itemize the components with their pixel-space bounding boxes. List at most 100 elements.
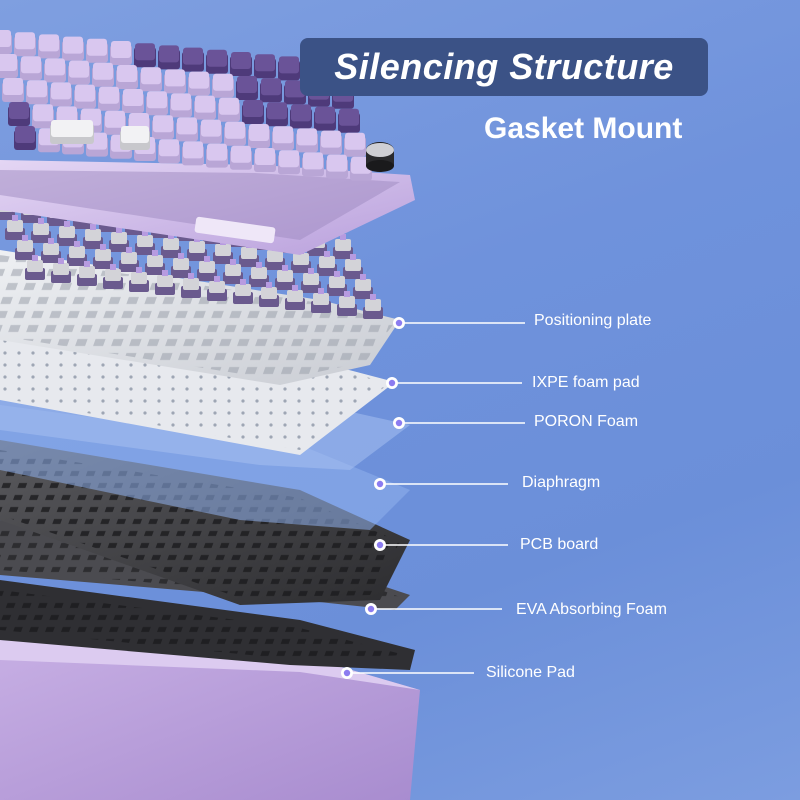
switch (311, 288, 331, 313)
switch (51, 258, 71, 283)
switch (327, 271, 347, 296)
switch (353, 274, 373, 299)
keycap (206, 49, 228, 74)
switch (207, 276, 227, 301)
switch (171, 253, 191, 278)
keycap (74, 84, 96, 109)
keycap (152, 115, 174, 140)
keycap (296, 128, 318, 153)
keycap (302, 152, 324, 177)
label-poron-foam: PORON Foam (534, 413, 639, 430)
page-subtitle: Gasket Mount (484, 112, 683, 145)
keycap (212, 73, 234, 98)
switch (5, 215, 25, 240)
keycap (314, 106, 336, 131)
switch (25, 255, 45, 280)
switch (317, 251, 337, 276)
keycap (26, 80, 48, 105)
keycap (254, 54, 276, 79)
switch (363, 294, 383, 319)
keycap (170, 93, 192, 118)
keycap (8, 102, 30, 126)
keycap (98, 86, 120, 111)
keycap (272, 126, 294, 151)
keycap (344, 132, 366, 157)
label-ixpe-foam-pad: IXPE foam pad (532, 374, 640, 391)
keycap (2, 78, 24, 102)
switch (155, 270, 175, 295)
keycap (110, 41, 132, 65)
keycap (266, 102, 288, 127)
keycap (224, 121, 246, 146)
keycap (146, 91, 168, 116)
switch (233, 279, 253, 304)
keycap (242, 100, 264, 124)
switch (275, 265, 295, 290)
label-positioning-plate: Positioning plate (534, 312, 652, 329)
keycap (260, 78, 282, 103)
switch (259, 282, 279, 307)
keycap (20, 56, 42, 81)
keycap (158, 139, 180, 164)
ixpe-foam-pad (0, 330, 395, 455)
keycaps (0, 30, 372, 181)
keycap (320, 130, 342, 155)
switch (129, 267, 149, 292)
keycap (14, 32, 36, 57)
switch (285, 285, 305, 310)
keycap (230, 52, 252, 76)
keycap (0, 30, 12, 54)
switch (333, 234, 353, 259)
keycap (236, 76, 258, 100)
switch (67, 241, 87, 266)
keycap (188, 71, 210, 96)
switch (57, 221, 77, 246)
keycap (86, 38, 108, 63)
label-silicone-pad: Silicone Pad (486, 664, 575, 681)
keycap (32, 104, 54, 129)
switch (145, 250, 165, 275)
switch (31, 218, 51, 243)
keycap (182, 47, 204, 72)
keycap (164, 69, 186, 94)
keycap (14, 126, 36, 150)
top-case (0, 160, 415, 255)
switch (103, 264, 123, 289)
keycap (254, 148, 276, 172)
title-badge: Silencing Structure (300, 38, 708, 96)
keycap (278, 150, 300, 175)
switch (213, 239, 233, 264)
knob-icon (366, 142, 394, 172)
switch (83, 224, 103, 249)
connector-lines (341, 317, 525, 679)
keycap (218, 97, 240, 122)
keycap (116, 65, 138, 89)
keycap (206, 143, 228, 168)
keycap (0, 54, 18, 78)
switch (109, 227, 129, 252)
keycap (290, 104, 312, 129)
keycap (134, 43, 156, 68)
keycap-accent (120, 126, 150, 150)
keycap (92, 62, 114, 87)
switch (161, 233, 181, 258)
keycap (278, 56, 300, 81)
switch (41, 238, 61, 263)
keycap (194, 95, 216, 120)
keycap (176, 117, 198, 142)
keycap (200, 119, 222, 144)
positioning-plate (0, 250, 400, 385)
keycap-accent (50, 120, 94, 144)
switch (135, 230, 155, 255)
silicone-pad (0, 580, 415, 670)
keycap (50, 82, 72, 107)
keycap (158, 45, 180, 70)
switch (197, 256, 217, 281)
keycap (230, 145, 252, 170)
keycap (140, 67, 162, 92)
keycap (38, 34, 60, 59)
keycap (104, 110, 126, 135)
switch (181, 273, 201, 298)
keycap (62, 36, 84, 61)
